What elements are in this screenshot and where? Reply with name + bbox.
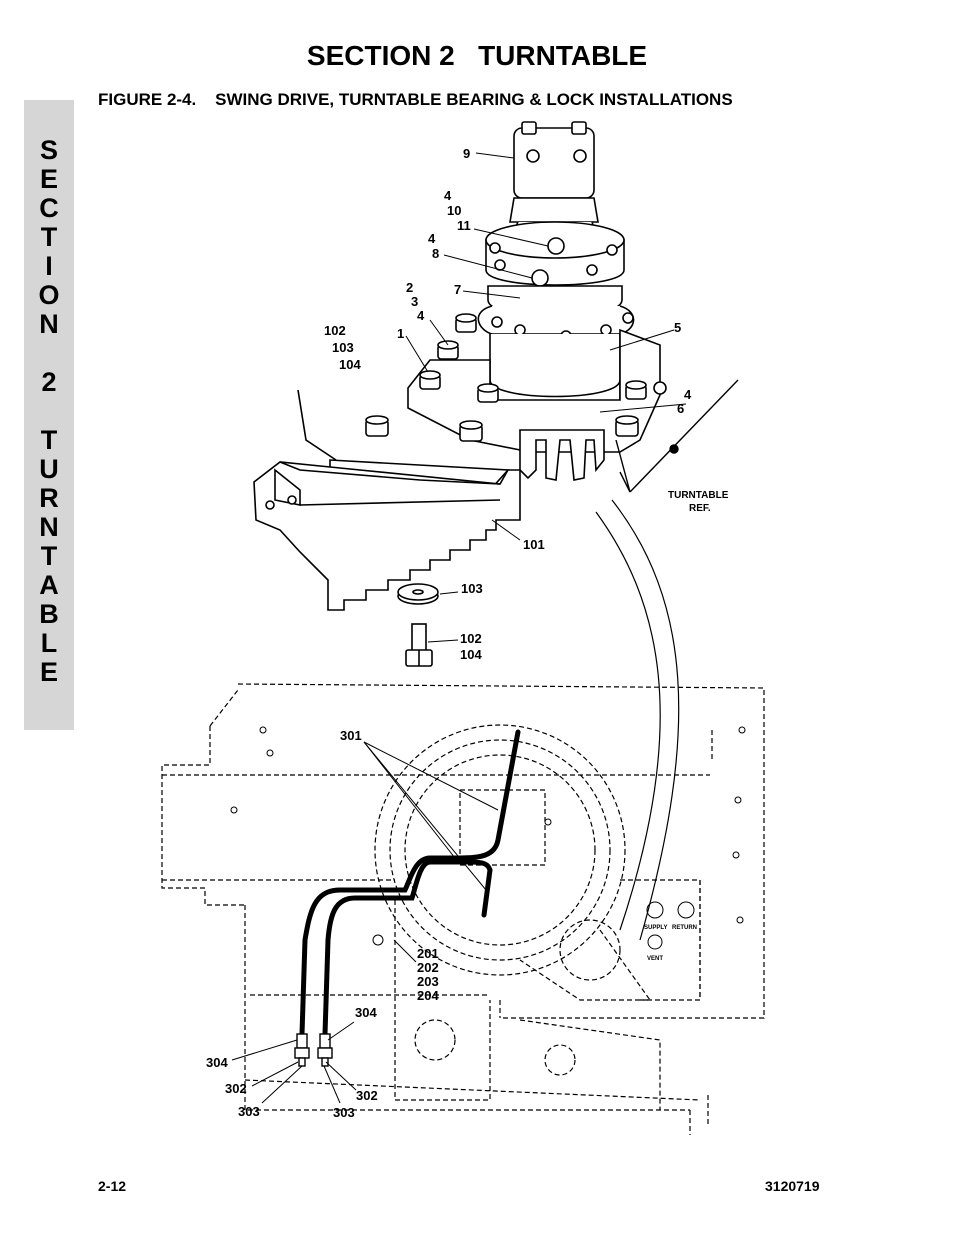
frame-holes: [230, 726, 746, 950]
side-tab-letter: O: [38, 280, 60, 310]
vent-label: VENT: [647, 956, 663, 962]
callout-104: 104: [339, 357, 361, 372]
callout-4: 4: [684, 387, 692, 402]
reference-labels: TURNTABLE REF. SUPPLY RETURN VENT: [644, 490, 729, 962]
callout-numbers: 9 4 10 11 4 8 2 3 4 7 102 103 104 1 5 4 …: [206, 146, 692, 1120]
callout-4: 4: [444, 188, 452, 203]
turntable-frame-outline: [161, 683, 765, 1135]
hydraulic-motor: [513, 127, 595, 199]
side-tab-letter: B: [39, 599, 59, 629]
callout-103: 103: [461, 581, 483, 596]
section-title: SECTION 2 TURNTABLE: [306, 40, 648, 71]
turntable-ref-label-line2: REF.: [689, 503, 711, 514]
callout-202: 202: [417, 960, 439, 975]
side-tab-letter: T: [40, 222, 58, 252]
swing-drive-assembly: [365, 121, 667, 481]
side-tab-letter: S: [39, 135, 58, 165]
callout-11: 11: [457, 218, 471, 233]
side-tab-letter: I: [45, 251, 53, 281]
mounting-bolts: [365, 313, 647, 442]
callout-102: 102: [324, 323, 346, 338]
vent-port: [647, 934, 663, 950]
callout-302: 302: [225, 1081, 247, 1096]
callout-102: 102: [460, 631, 482, 646]
callout-7: 7: [454, 282, 461, 297]
callout-304: 304: [355, 1005, 377, 1020]
side-tab-letter: A: [39, 570, 59, 600]
pinion-gear: [519, 429, 605, 481]
document-number: 3120719: [765, 1178, 820, 1194]
turntable-reference-plate: [615, 379, 739, 493]
callout-301: 301: [340, 728, 362, 743]
side-tab-letter: U: [39, 454, 59, 484]
callout-3: 3: [411, 294, 418, 309]
callout-101: 101: [523, 537, 545, 552]
side-tab-letter: R: [39, 483, 59, 513]
turntable-ref-label: TURNTABLE: [668, 490, 729, 501]
callout-303: 303: [238, 1104, 260, 1119]
side-tab-letter: 2: [41, 367, 57, 397]
plug-8: [531, 269, 549, 287]
callout-1: 1: [397, 326, 404, 341]
figure-title: FIGURE 2-4. SWING DRIVE, TURNTABLE BEARI…: [98, 90, 733, 109]
side-tab-letter: T: [40, 541, 58, 571]
callout-9: 9: [463, 146, 470, 161]
callout-6: 6: [677, 401, 684, 416]
callout-304: 304: [206, 1055, 228, 1070]
callout-203: 203: [417, 974, 439, 989]
bolt-102: [405, 623, 433, 667]
return-label: RETURN: [672, 925, 697, 931]
side-tab-letter: E: [39, 657, 58, 687]
side-tab-letter: C: [39, 193, 59, 223]
callout-2: 2: [406, 280, 413, 295]
callout-201: 201: [417, 946, 439, 961]
side-tab-letter: L: [40, 628, 58, 658]
supply-label: SUPPLY: [644, 925, 667, 931]
page-number: 2-12: [98, 1178, 127, 1194]
turntable-bearing-segment: [253, 389, 521, 611]
washer-103: [397, 583, 439, 605]
callout-8: 8: [432, 246, 439, 261]
turntable-ref-curves: [595, 499, 680, 941]
side-tab-letter: N: [39, 309, 59, 339]
hose-fittings: [294, 1033, 333, 1067]
leader-lines: [231, 152, 687, 1104]
callout-4: 4: [428, 231, 436, 246]
callout-302: 302: [356, 1088, 378, 1103]
bearing-ring: [253, 461, 521, 611]
callout-204: 204: [417, 988, 439, 1003]
hydraulic-hoses-301: [299, 729, 521, 1037]
side-tab-letter: N: [39, 512, 59, 542]
return-port: [677, 901, 695, 919]
callout-4: 4: [417, 308, 425, 323]
callout-10: 10: [447, 203, 461, 218]
side-tab-letter: T: [40, 425, 58, 455]
callout-104: 104: [460, 647, 482, 662]
supply-port: [646, 901, 664, 919]
callout-5: 5: [674, 320, 681, 335]
callout-303: 303: [333, 1105, 355, 1120]
side-tab-letter: E: [39, 164, 58, 194]
callout-103: 103: [332, 340, 354, 355]
